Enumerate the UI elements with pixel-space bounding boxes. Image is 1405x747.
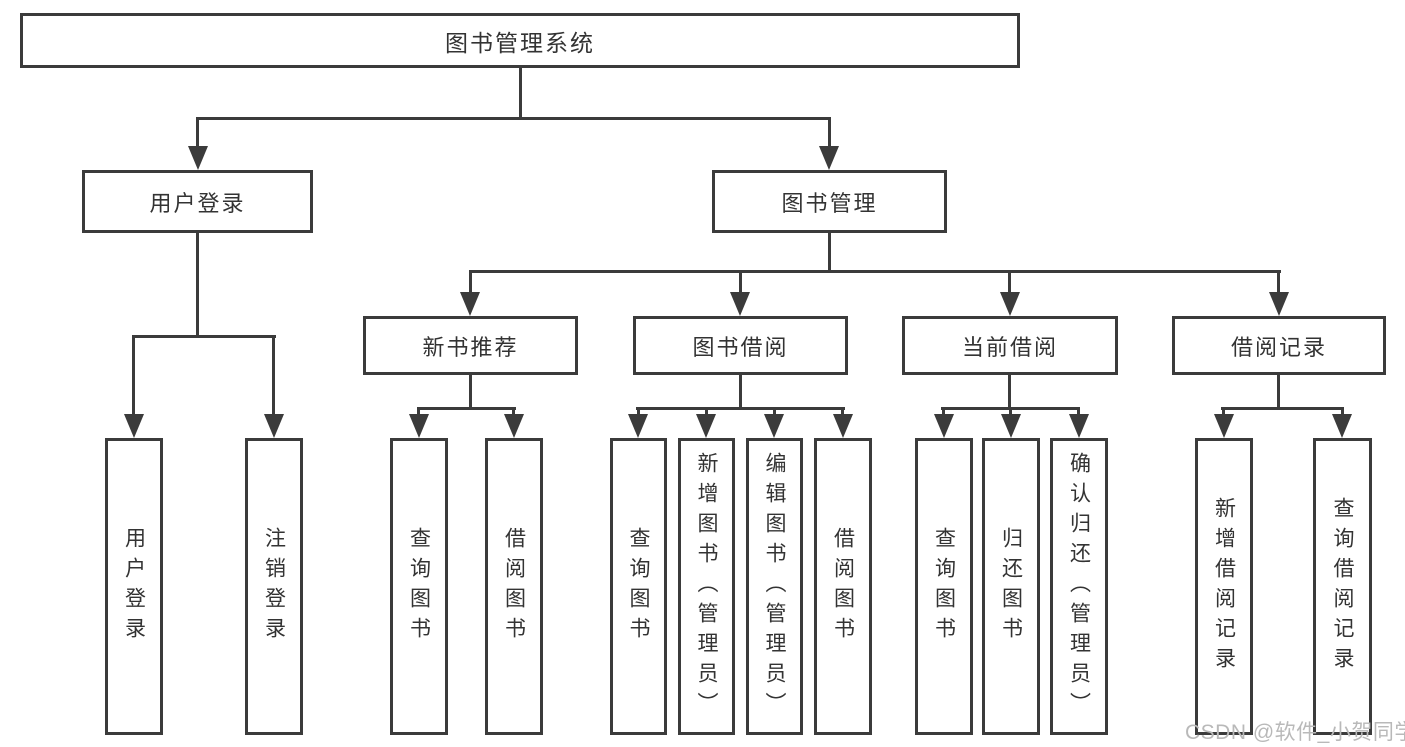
arrow-down-icon — [764, 414, 784, 438]
node-label: 新书推荐 — [422, 334, 519, 360]
node-current-borrowing: 当前借阅 — [902, 316, 1118, 375]
connector-line — [1221, 407, 1344, 410]
arrow-down-icon — [1000, 292, 1020, 316]
leaf-borrow-books: 借阅图书 — [814, 438, 872, 735]
connector-line — [132, 335, 135, 418]
connector-line — [828, 233, 831, 272]
node-new-book-recommendation: 新书推荐 — [363, 316, 578, 375]
node-book-borrowing: 图书借阅 — [633, 316, 848, 375]
arrow-down-icon — [264, 414, 284, 438]
connector-line — [1222, 407, 1225, 418]
connector-line — [512, 407, 515, 418]
node-label: 编辑图书（管理员） — [763, 451, 786, 722]
connector-line — [197, 117, 831, 120]
connector-line — [773, 407, 776, 418]
connector-line — [705, 407, 708, 418]
node-label: 新增图书（管理员） — [695, 451, 718, 722]
connector-line — [1008, 375, 1011, 409]
connector-line — [469, 375, 472, 409]
arrow-down-icon — [730, 292, 750, 316]
arrow-down-icon — [1269, 292, 1289, 316]
connector-line — [1341, 407, 1344, 418]
leaf-query-books-borrow: 查询图书 — [610, 438, 667, 735]
node-label: 借阅记录 — [1230, 334, 1327, 360]
arrow-down-icon — [1069, 414, 1089, 438]
connector-line — [1008, 270, 1011, 298]
node-label: 当前借阅 — [961, 334, 1058, 360]
node-user-login: 用户登录 — [82, 170, 313, 233]
connector-line — [196, 117, 199, 149]
leaf-confirm-return-admin: 确认归还（管理员） — [1050, 438, 1108, 735]
arrow-down-icon — [833, 414, 853, 438]
connector-line — [1277, 375, 1280, 409]
arrow-down-icon — [934, 414, 954, 438]
connector-line — [132, 335, 276, 338]
arrow-down-icon — [188, 146, 208, 170]
arrow-down-icon — [628, 414, 648, 438]
leaf-query-books-recommend: 查询图书 — [390, 438, 448, 735]
connector-line — [519, 68, 522, 117]
node-label: 查询借阅记录 — [1331, 496, 1354, 677]
leaf-query-borrow-record: 查询借阅记录 — [1313, 438, 1372, 735]
connector-line — [739, 375, 742, 409]
connector-line — [417, 407, 420, 418]
node-label: 注销登录 — [262, 526, 286, 647]
node-label: 新增借阅记录 — [1212, 496, 1236, 677]
leaf-add-books-admin: 新增图书（管理员） — [678, 438, 735, 735]
node-label: 查询图书 — [932, 526, 956, 647]
connector-line — [841, 407, 844, 418]
arrow-down-icon — [696, 414, 716, 438]
connector-line — [739, 270, 742, 298]
node-label: 图书管理 — [781, 190, 878, 216]
connector-line — [828, 117, 831, 149]
node-label: 查询图书 — [407, 526, 431, 647]
node-label: 用户登录 — [122, 526, 146, 647]
arrow-down-icon — [124, 414, 144, 438]
arrow-down-icon — [460, 292, 480, 316]
connector-line — [469, 270, 472, 298]
connector-line — [942, 407, 945, 418]
arrow-down-icon — [819, 146, 839, 170]
leaf-borrow-books-recommend: 借阅图书 — [485, 438, 543, 735]
leaf-return-books: 归还图书 — [982, 438, 1040, 735]
connector-line — [417, 407, 516, 410]
connector-line — [196, 233, 199, 337]
arrow-down-icon — [1001, 414, 1021, 438]
node-borrowing-records: 借阅记录 — [1172, 316, 1386, 375]
node-label: 确认归还（管理员） — [1067, 451, 1091, 722]
arrow-down-icon — [1332, 414, 1352, 438]
leaf-user-login: 用户登录 — [105, 438, 163, 735]
csdn-watermark: CSDN @软件_小贺同学 — [1185, 721, 1405, 744]
arrow-down-icon — [504, 414, 524, 438]
node-label: 归还图书 — [999, 526, 1023, 647]
leaf-add-borrow-record: 新增借阅记录 — [1195, 438, 1253, 735]
connector-line — [1277, 270, 1280, 298]
connector-line — [272, 335, 275, 418]
connector-line — [469, 270, 1281, 273]
connector-line — [1077, 407, 1080, 418]
leaf-logout: 注销登录 — [245, 438, 303, 735]
arrow-down-icon — [409, 414, 429, 438]
node-book-management: 图书管理 — [712, 170, 947, 233]
node-label: 图书管理系统 — [445, 29, 595, 56]
connector-line — [1009, 407, 1012, 418]
node-label: 借阅图书 — [502, 526, 526, 647]
arrow-down-icon — [1214, 414, 1234, 438]
node-library-management-system: 图书管理系统 — [20, 13, 1020, 68]
connector-line — [637, 407, 640, 418]
connector-line — [636, 407, 845, 410]
node-label: 用户登录 — [149, 190, 246, 216]
leaf-edit-books-admin: 编辑图书（管理员） — [746, 438, 803, 735]
leaf-query-books-current: 查询图书 — [915, 438, 973, 735]
node-label: 图书借阅 — [692, 334, 789, 360]
node-label: 借阅图书 — [831, 526, 855, 647]
node-label: 查询图书 — [627, 526, 650, 647]
